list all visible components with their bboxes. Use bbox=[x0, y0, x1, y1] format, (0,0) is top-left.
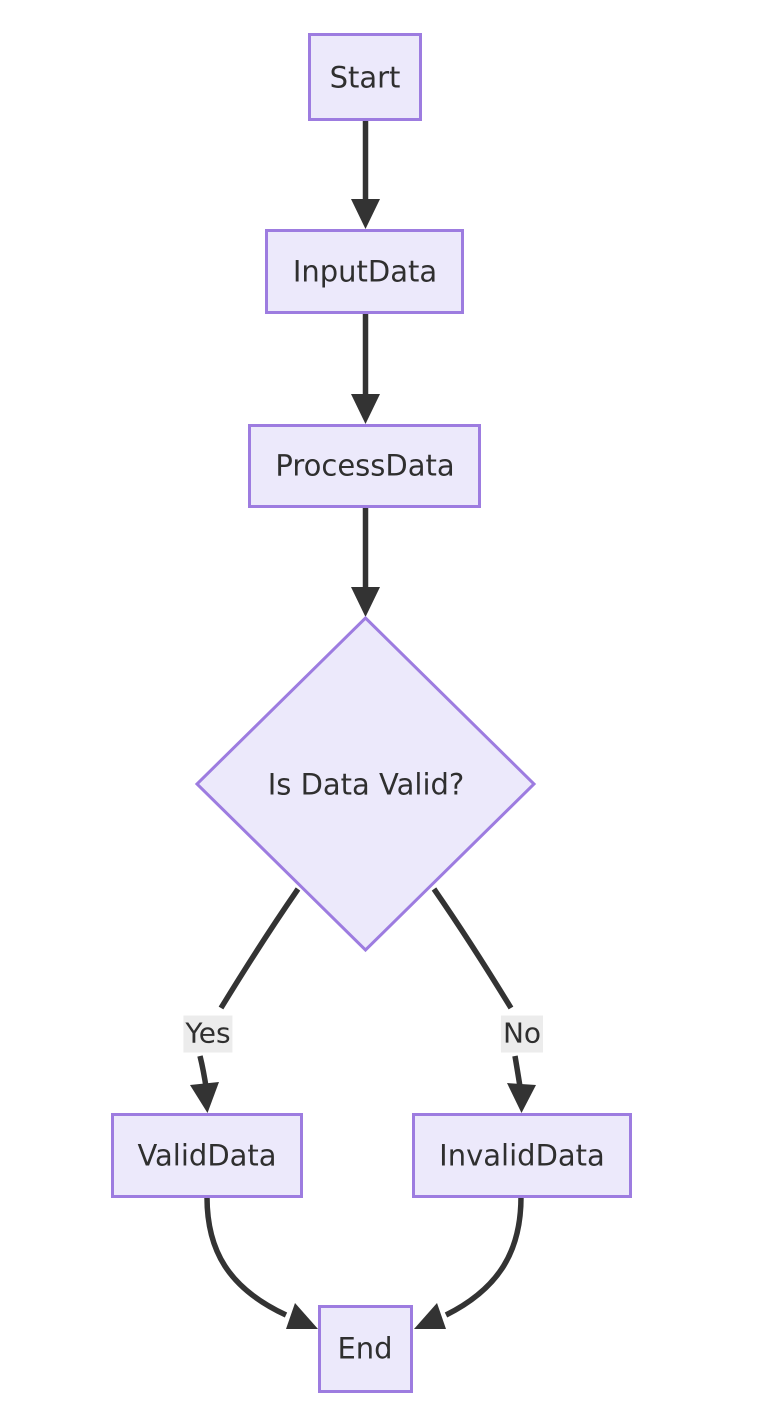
edge-validdata-to-end bbox=[204, 1196, 318, 1329]
edge-line bbox=[218, 887, 301, 1010]
node-shape-processdata[interactable] bbox=[248, 424, 481, 508]
edge-inputdata-to-processdata bbox=[351, 312, 380, 424]
arrow-head-icon bbox=[286, 1303, 318, 1329]
node-shape-start[interactable] bbox=[308, 33, 422, 121]
arrow-head-icon bbox=[351, 394, 380, 424]
edge-line bbox=[444, 1196, 524, 1318]
node-shape-decision[interactable] bbox=[194, 615, 537, 953]
arrow-head-icon bbox=[190, 1082, 219, 1113]
edge-start-to-inputdata bbox=[351, 119, 380, 229]
edge-processdata-to-decision bbox=[351, 506, 380, 617]
edge-line bbox=[431, 887, 514, 1010]
arrow-head-icon bbox=[351, 587, 380, 617]
node-shape-validdata[interactable] bbox=[111, 1113, 303, 1198]
edge-line bbox=[204, 1196, 288, 1318]
edge-invaliddata-to-end bbox=[414, 1196, 524, 1329]
edge-decision-to-invaliddata bbox=[431, 887, 536, 1113]
arrow-head-icon bbox=[351, 199, 380, 229]
node-shape-inputdata[interactable] bbox=[265, 229, 464, 314]
edge-label-yes: Yes bbox=[183, 1015, 233, 1053]
edge-decision-to-validdata bbox=[190, 887, 301, 1113]
arrow-head-icon bbox=[414, 1303, 446, 1329]
node-shape-invaliddata[interactable] bbox=[412, 1113, 632, 1198]
node-shape-end[interactable] bbox=[318, 1305, 413, 1393]
edge-label-no: No bbox=[500, 1015, 544, 1053]
arrow-head-icon bbox=[507, 1083, 536, 1113]
